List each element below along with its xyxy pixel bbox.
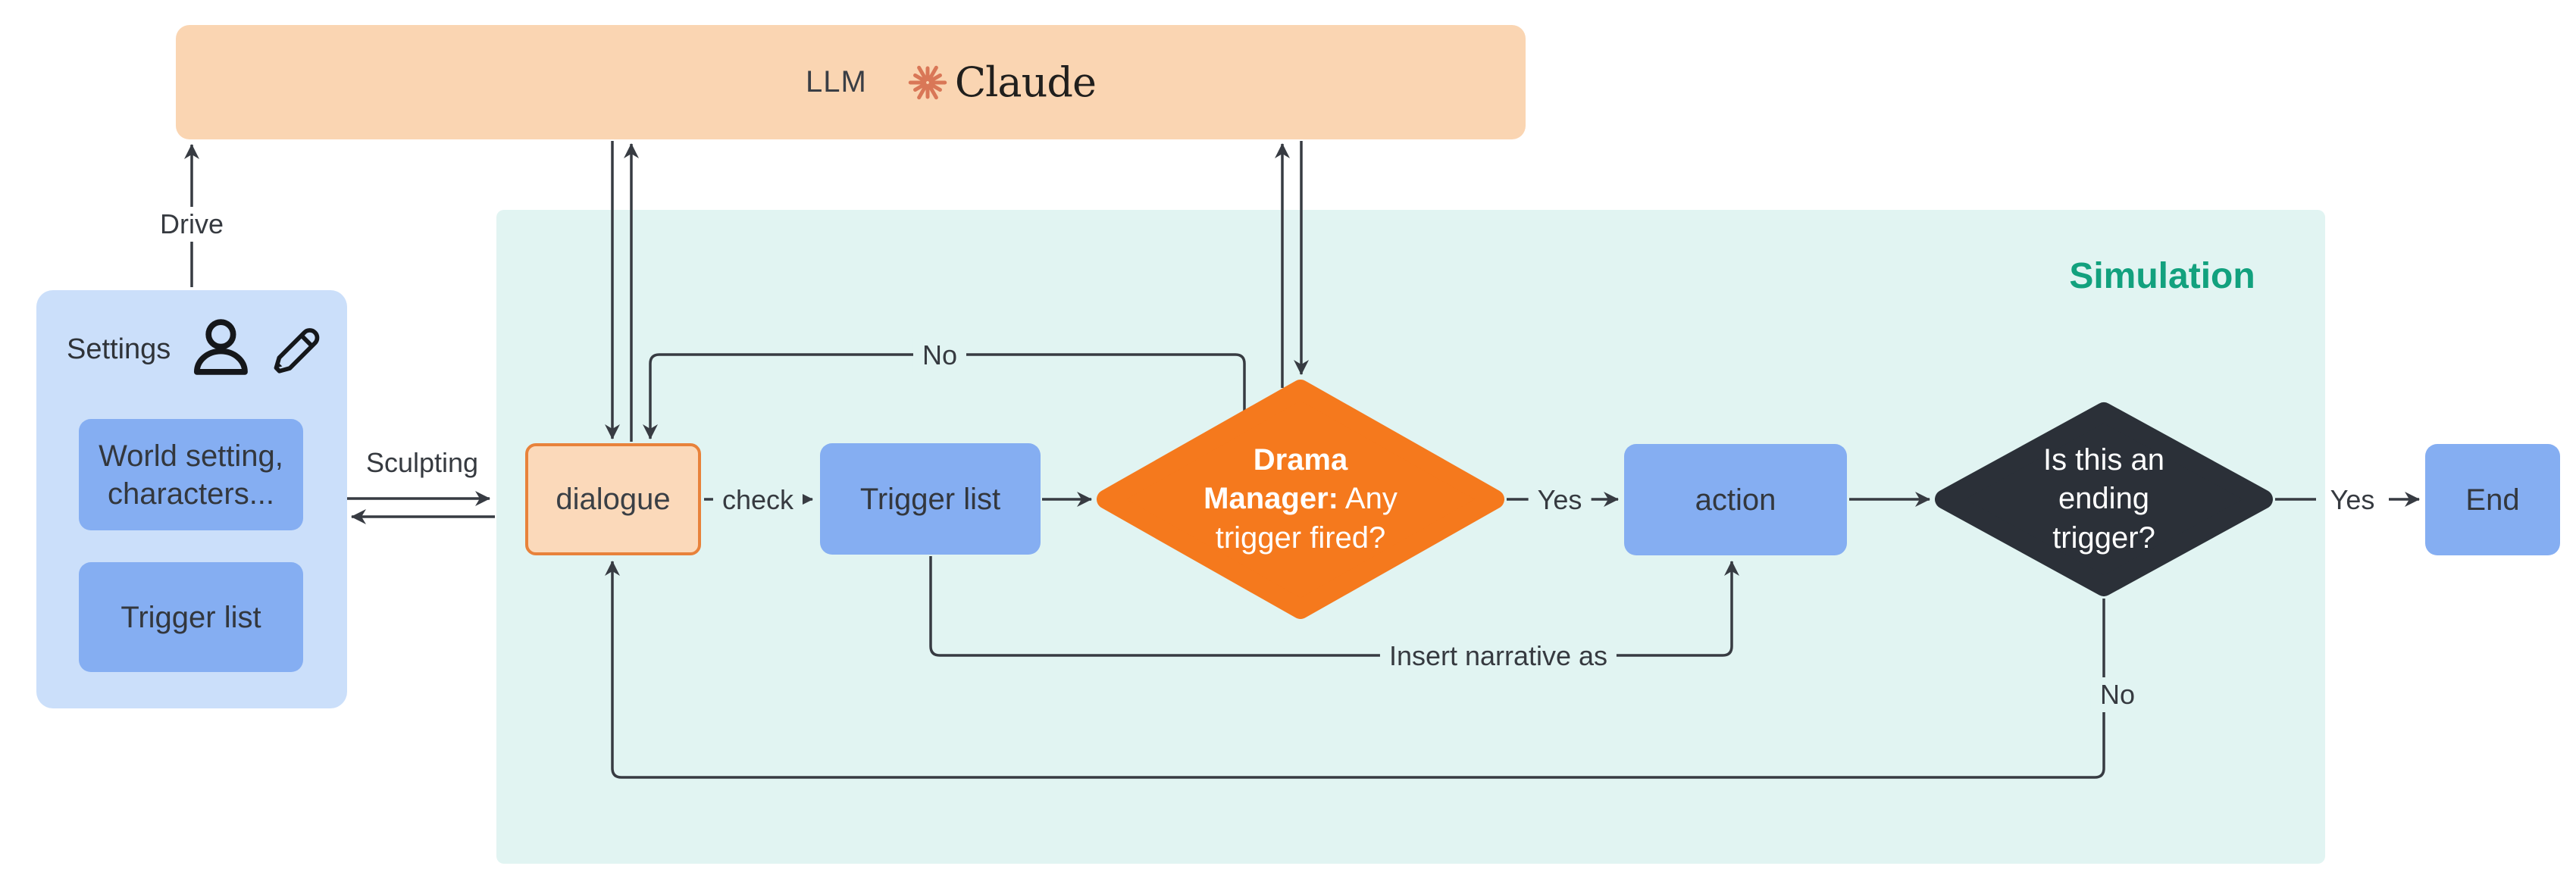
llm-label: LLM xyxy=(806,65,867,98)
claude-starburst-icon xyxy=(908,65,947,99)
trigger-list-settings-label: Trigger list xyxy=(121,600,261,634)
yes-end-edge-label: Yes xyxy=(2330,484,2375,515)
pencil-icon xyxy=(274,328,320,374)
trigger-list-label: Trigger list xyxy=(859,482,1001,516)
trigger-list-node[interactable]: Trigger list xyxy=(820,443,1041,555)
world-setting-node[interactable]: World setting, characters... xyxy=(79,419,303,530)
settings-title-row: Settings xyxy=(67,317,324,381)
sculpting-edge-label: Sculpting xyxy=(356,446,488,480)
insert-narrative-edge-label: Insert narrative as xyxy=(1379,639,1617,674)
no-bottom-edge-label: No xyxy=(2090,677,2145,712)
no-top-edge-label: No xyxy=(912,338,967,373)
ending-trigger-diamond[interactable] xyxy=(1935,402,2273,596)
claude-logo: Claude xyxy=(908,58,1097,106)
settings-title: Settings xyxy=(67,333,171,365)
check-edge-label: check xyxy=(712,483,803,517)
claude-wordmark: Claude xyxy=(954,58,1097,106)
ending-trigger-text: Is this an ending trigger? xyxy=(2042,443,2165,555)
simulation-title: Simulation xyxy=(2069,256,2255,296)
action-node[interactable]: action xyxy=(1624,444,1847,555)
dialogue-label: dialogue xyxy=(556,483,671,516)
drama-manager-text: Drama Manager: Any trigger fired? xyxy=(1203,443,1398,555)
world-setting-label: World setting, characters... xyxy=(99,439,283,511)
llm-panel[interactable]: LLM Claude xyxy=(176,25,1526,139)
edge-no-loop-bottom xyxy=(605,561,2105,779)
person-icon xyxy=(194,319,249,375)
end-node[interactable]: End xyxy=(2425,444,2560,555)
trigger-list-settings-node[interactable]: Trigger list xyxy=(79,562,303,672)
dialogue-node[interactable]: dialogue xyxy=(525,443,701,555)
drive-edge-label: Drive xyxy=(150,207,233,242)
action-label: action xyxy=(1695,483,1776,517)
edge-insert-narrative xyxy=(929,556,1739,657)
llm-panel-content: LLM Claude xyxy=(806,25,1097,139)
end-label: End xyxy=(2465,483,2520,517)
drama-manager-diamond[interactable] xyxy=(1097,380,1504,619)
yes-drama-edge-label: Yes xyxy=(1528,483,1592,517)
